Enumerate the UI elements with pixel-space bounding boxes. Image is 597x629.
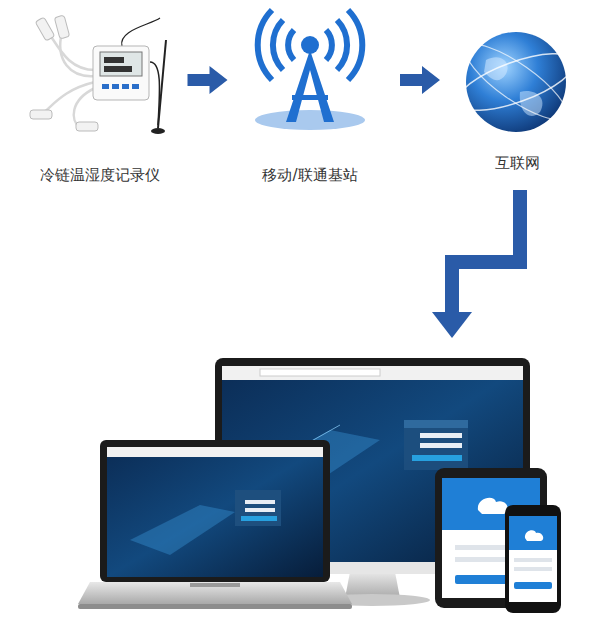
- node-label: 移动/联通基站: [235, 165, 385, 185]
- logger-figure: [30, 15, 166, 134]
- tower-figure: [255, 10, 365, 130]
- node-label: 互联网: [455, 153, 580, 173]
- phone-figure: [505, 505, 561, 613]
- globe-figure: [451, 32, 581, 132]
- device-node: 冷链温湿度记录仪: [20, 5, 180, 185]
- laptop-figure: [78, 440, 352, 609]
- flow-arrow: [188, 66, 228, 94]
- device-node: 互联网: [455, 5, 580, 173]
- device-node: 移动/联通基站: [235, 5, 385, 185]
- node-label: 冷链温湿度记录仪: [20, 165, 180, 185]
- flow-arrow: [432, 190, 520, 338]
- flow-arrow: [400, 66, 440, 94]
